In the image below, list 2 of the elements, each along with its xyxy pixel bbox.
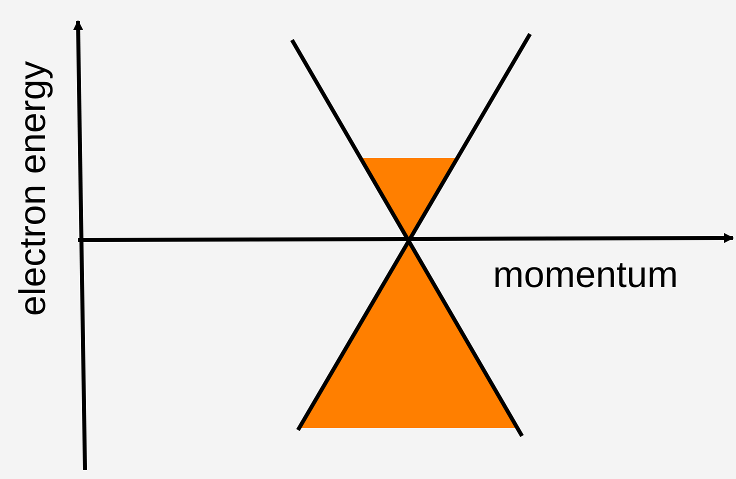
axis-label: momentum	[493, 256, 678, 293]
axis-label: electron energy	[14, 60, 51, 316]
